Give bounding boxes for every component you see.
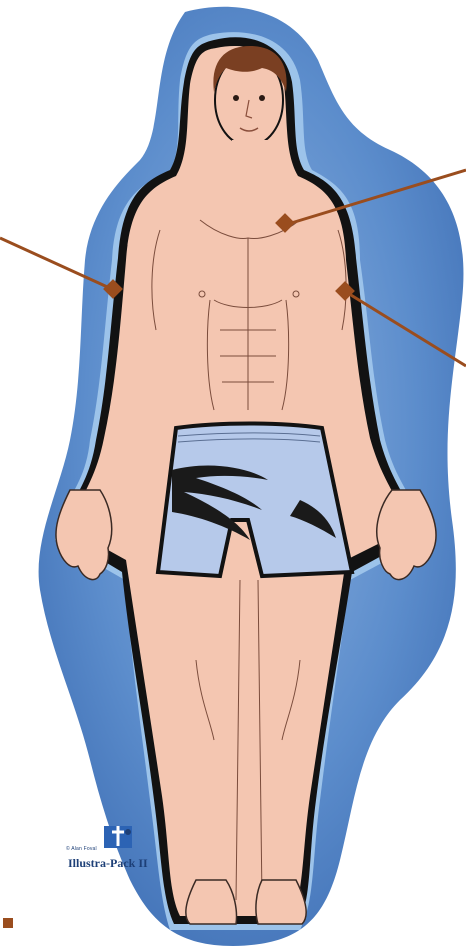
watermark-edition: II — [138, 856, 147, 870]
illustra-pack-logo-icon — [104, 826, 132, 848]
watermark-brand: Illustra-Pack II — [68, 856, 148, 871]
left-eye — [233, 95, 239, 101]
corner-marker — [3, 918, 13, 928]
right-foot — [256, 880, 306, 924]
watermark-brand-name: Illustra-Pack — [68, 856, 135, 870]
right-eye — [259, 95, 265, 101]
left-foot — [186, 880, 237, 924]
neck — [228, 140, 272, 176]
watermark-credit: © Alan Foval — [66, 846, 97, 852]
